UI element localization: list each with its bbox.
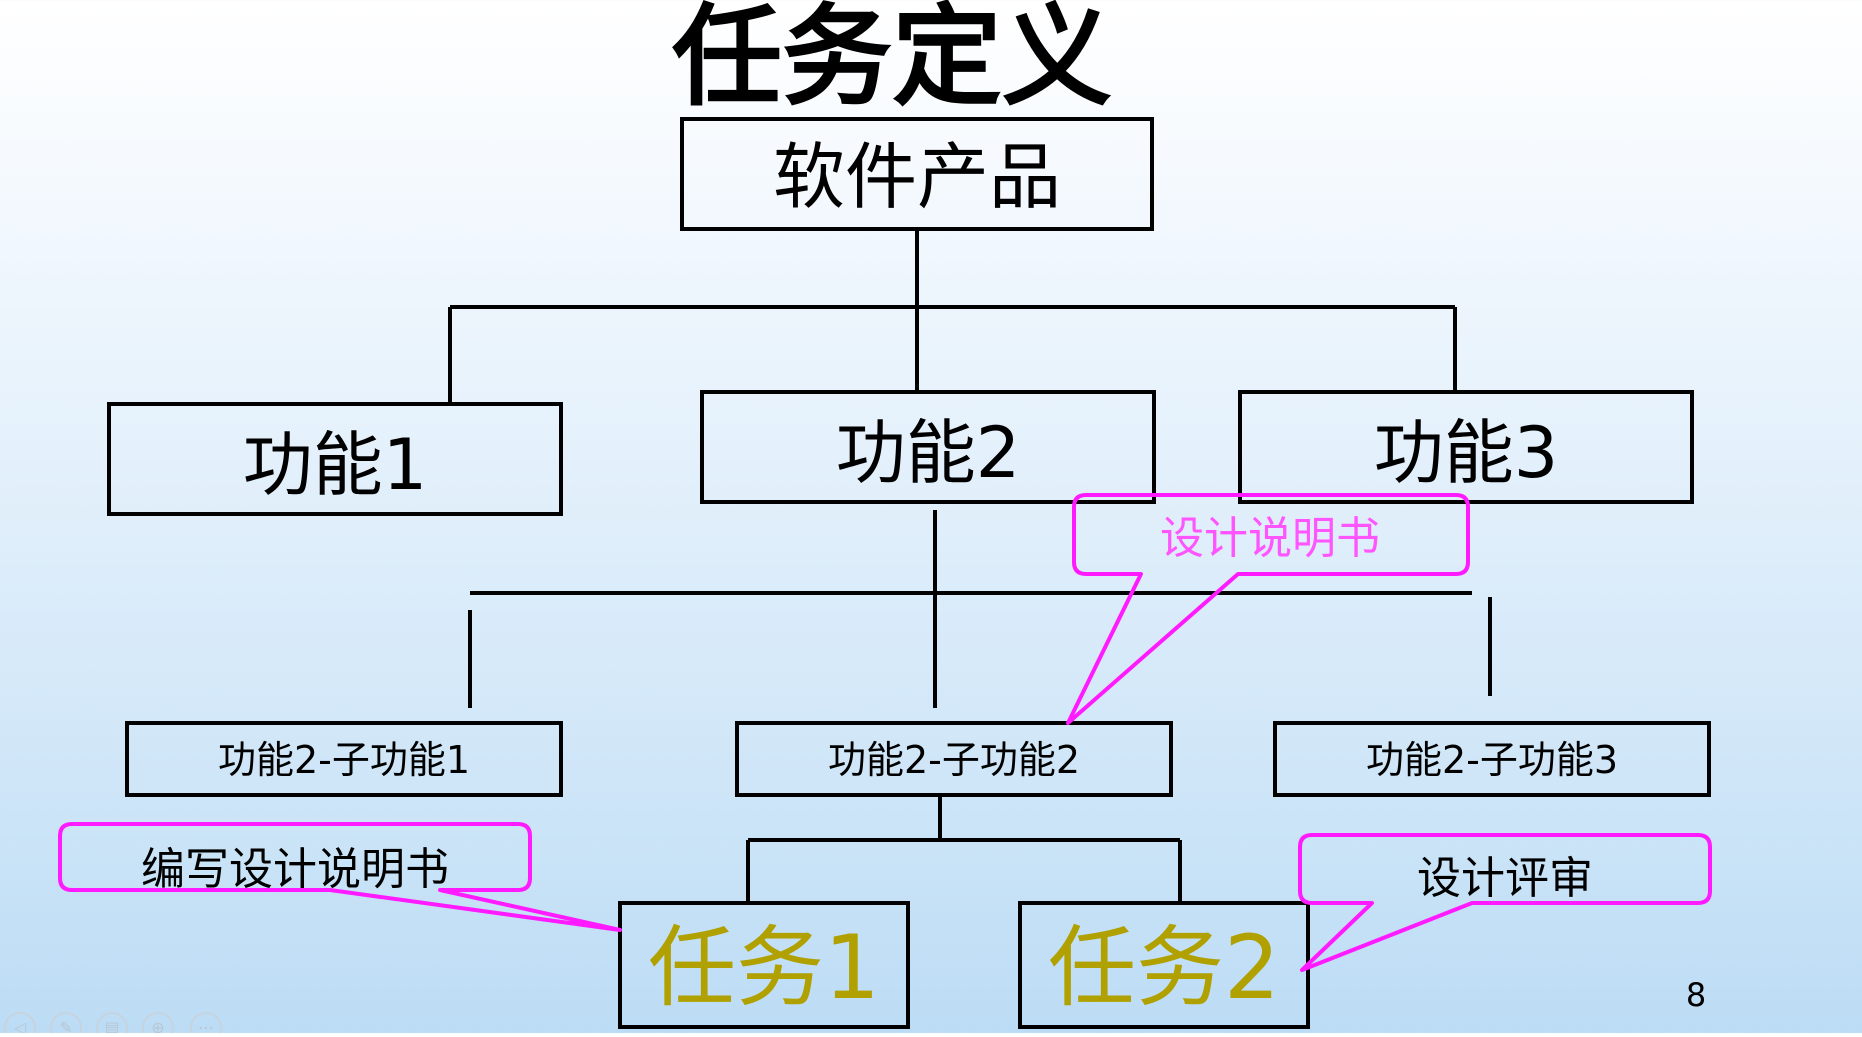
task-1-box [618,901,910,1029]
slide-title: 任务定义 [672,0,1112,121]
subfunction-3-box [1273,721,1711,797]
more-icon[interactable]: ⋯ [190,1012,222,1037]
subfunction-1-box [125,721,563,797]
function-1-box [107,402,563,516]
function-2-box [700,390,1156,504]
svg-text:◁: ◁ [13,1018,27,1033]
callout-design-review-text: 设计评审 [1417,853,1593,904]
level1-connectors [448,229,1457,402]
task-1-label: 任务1 [648,916,880,1019]
page-number: 8 [1686,976,1706,1014]
callout-design-spec [1066,493,1470,725]
callout-write-design-spec [58,822,622,932]
svg-text:⊕: ⊕ [151,1018,164,1033]
slideshow-nav: ◁ ✎ ▤ ⊕ ⋯ [4,1012,222,1037]
subfunction-1-label: 功能2-子功能1 [218,738,470,782]
function-3-label: 功能3 [1374,412,1559,494]
svg-text:✎: ✎ [59,1018,72,1033]
callout-design-spec-text: 设计说明书 [1160,513,1380,564]
function-1-label: 功能1 [243,424,428,506]
subfunction-3-label: 功能2-子功能3 [1366,738,1618,782]
callout-write-design-spec-text: 编写设计说明书 [141,844,449,895]
task-2-label: 任务2 [1048,916,1280,1019]
callout-design-review [1298,833,1712,972]
svg-text:▤: ▤ [104,1018,119,1033]
svg-text:⋯: ⋯ [198,1018,214,1033]
arrow-left-icon[interactable]: ◁ [4,1012,36,1037]
slides-icon[interactable]: ▤ [96,1012,128,1037]
subfunction-2-label: 功能2-子功能2 [828,738,1080,782]
function-2-label: 功能2 [836,412,1021,494]
root-label: 软件产品 [773,135,1061,219]
level3-connectors [746,795,1182,903]
level2-connectors [468,510,1492,708]
subfunction-2-box [735,721,1173,797]
zoom-icon[interactable]: ⊕ [142,1012,174,1037]
pen-icon[interactable]: ✎ [50,1012,82,1037]
